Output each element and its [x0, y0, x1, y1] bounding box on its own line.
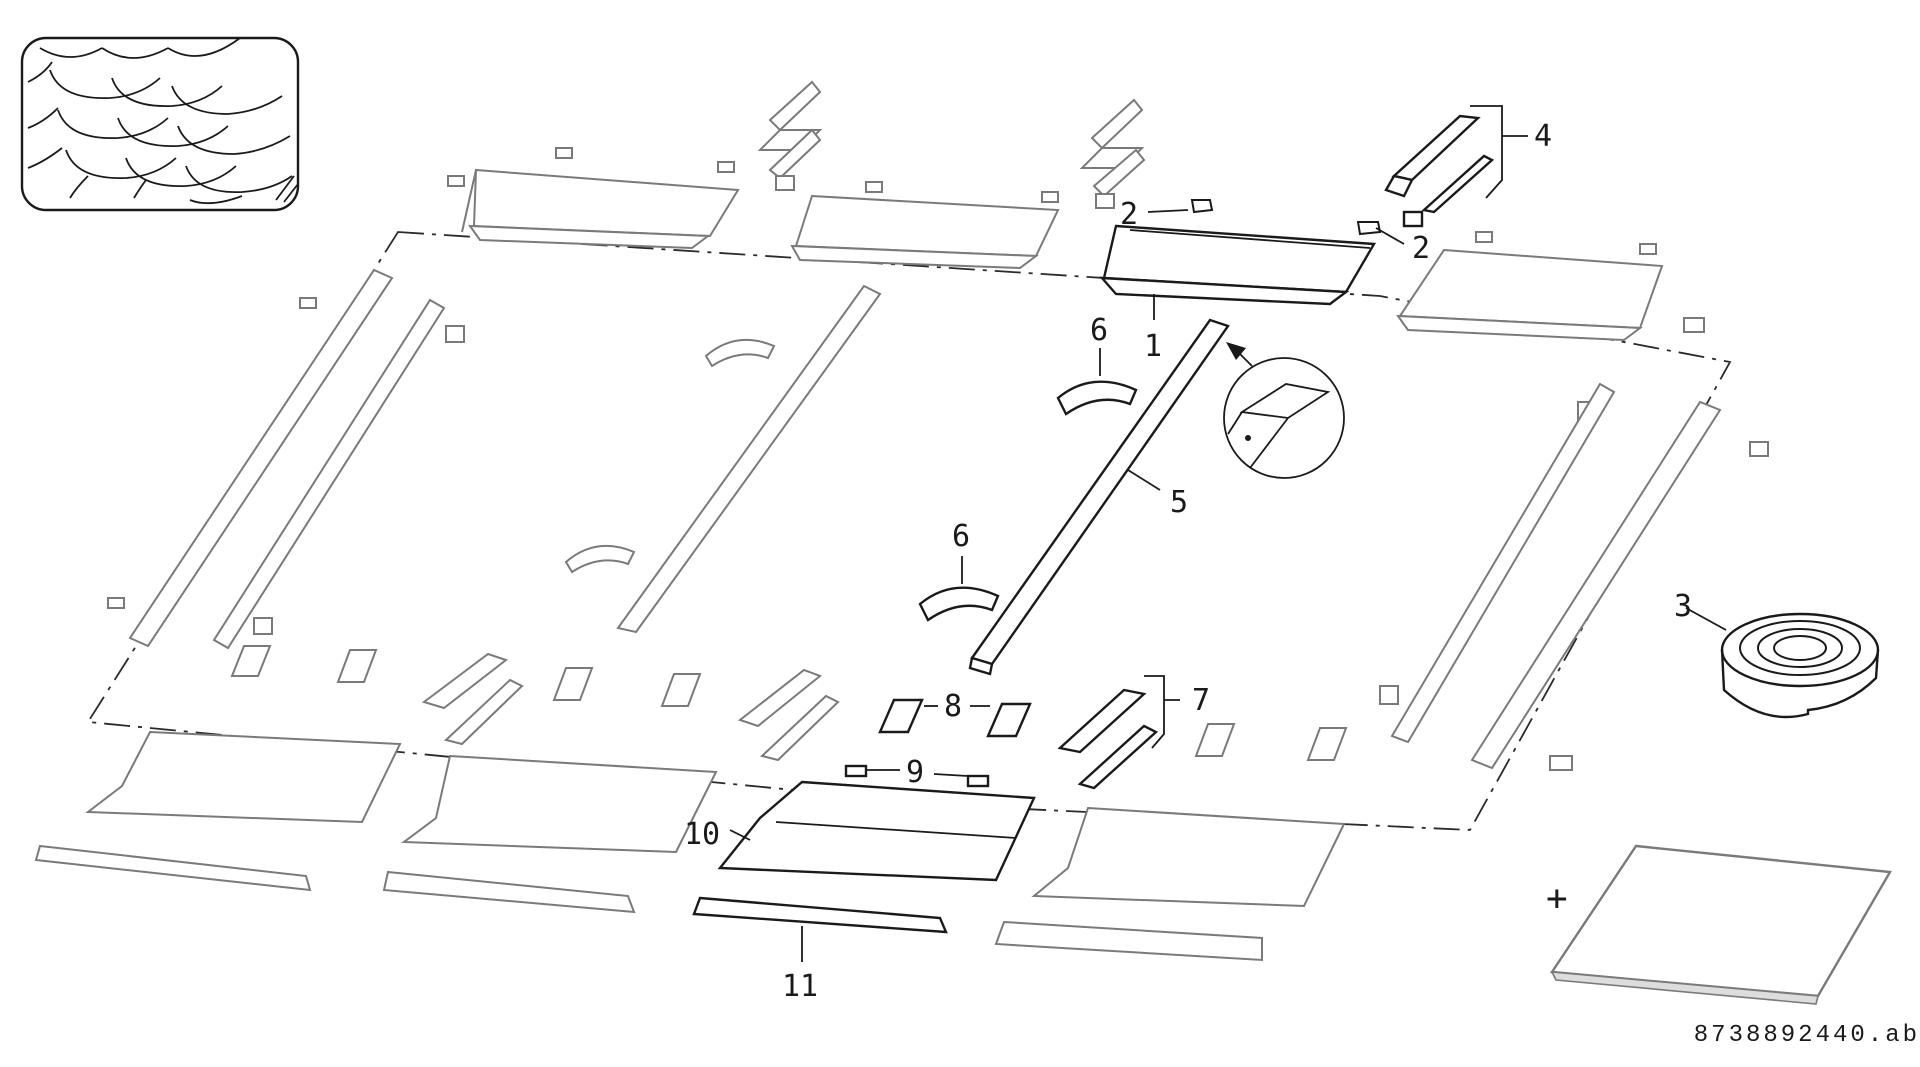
solar-collector-panel [1549, 844, 1892, 1005]
apron-flashing-2 [382, 754, 718, 914]
beaver-tail-roof-tiles-icon [20, 36, 300, 212]
apron-flashing-1 [34, 730, 402, 892]
rail-end-detail [1223, 342, 1345, 479]
tile-hook-part-6 [918, 380, 1138, 622]
callout-label-6a: 6 [1090, 313, 1108, 348]
callout-label-8: 8 [944, 689, 962, 724]
callout-label-10: 10 [684, 817, 720, 852]
connectors-part-9 [844, 764, 990, 788]
support-plates [230, 645, 1348, 761]
plus-symbol: + [1546, 878, 1568, 919]
side-rail-right [1390, 382, 1722, 770]
top-flashing-right [1395, 248, 1664, 342]
callout-label-3: 3 [1674, 589, 1692, 624]
top-flashing-mid-left [790, 194, 1060, 270]
leader-lines [729, 105, 1727, 962]
callout-label-1: 1 [1144, 329, 1162, 364]
callout-label-4: 4 [1534, 119, 1552, 154]
callout-label-11: 11 [782, 969, 818, 1004]
support-plate-part-8 [878, 698, 1032, 738]
callout-label-2b: 2 [1412, 231, 1430, 266]
sealing-tape-roll-part-3 [1720, 612, 1880, 719]
document-id: 8738892440.ab [1693, 1022, 1920, 1049]
apron-flashing-4 [994, 806, 1346, 962]
upper-bracket-set-part-4 [1384, 114, 1495, 228]
collector-outline [86, 231, 1732, 831]
intermediate-rail-part-5 [968, 318, 1230, 676]
callout-labels: 2 2 1 4 6 6 5 3 7 8 9 10 11 + [684, 119, 1692, 1004]
intermediate-rail-left [616, 284, 882, 634]
lower-bracket-set-part-7 [1057, 688, 1159, 790]
cover-strip-part-11 [692, 896, 948, 934]
callout-label-7: 7 [1192, 683, 1210, 718]
lower-brackets [421, 652, 840, 762]
callout-label-5: 5 [1170, 485, 1188, 520]
upper-bracket-left [757, 80, 823, 191]
side-rail-left [128, 268, 446, 650]
fixing-clips-part-2 [1190, 199, 1382, 236]
fixing-clips [107, 147, 1769, 771]
apron-flashing-part-10 [717, 780, 1036, 882]
tile-hooks [564, 339, 776, 574]
top-flashing-left [461, 168, 740, 250]
top-flashing-part-1 [1099, 224, 1377, 306]
callout-label-2a: 2 [1120, 197, 1138, 232]
callout-label-9: 9 [906, 755, 924, 790]
callout-label-6b: 6 [952, 519, 970, 554]
upper-bracket-middle [1079, 98, 1146, 209]
